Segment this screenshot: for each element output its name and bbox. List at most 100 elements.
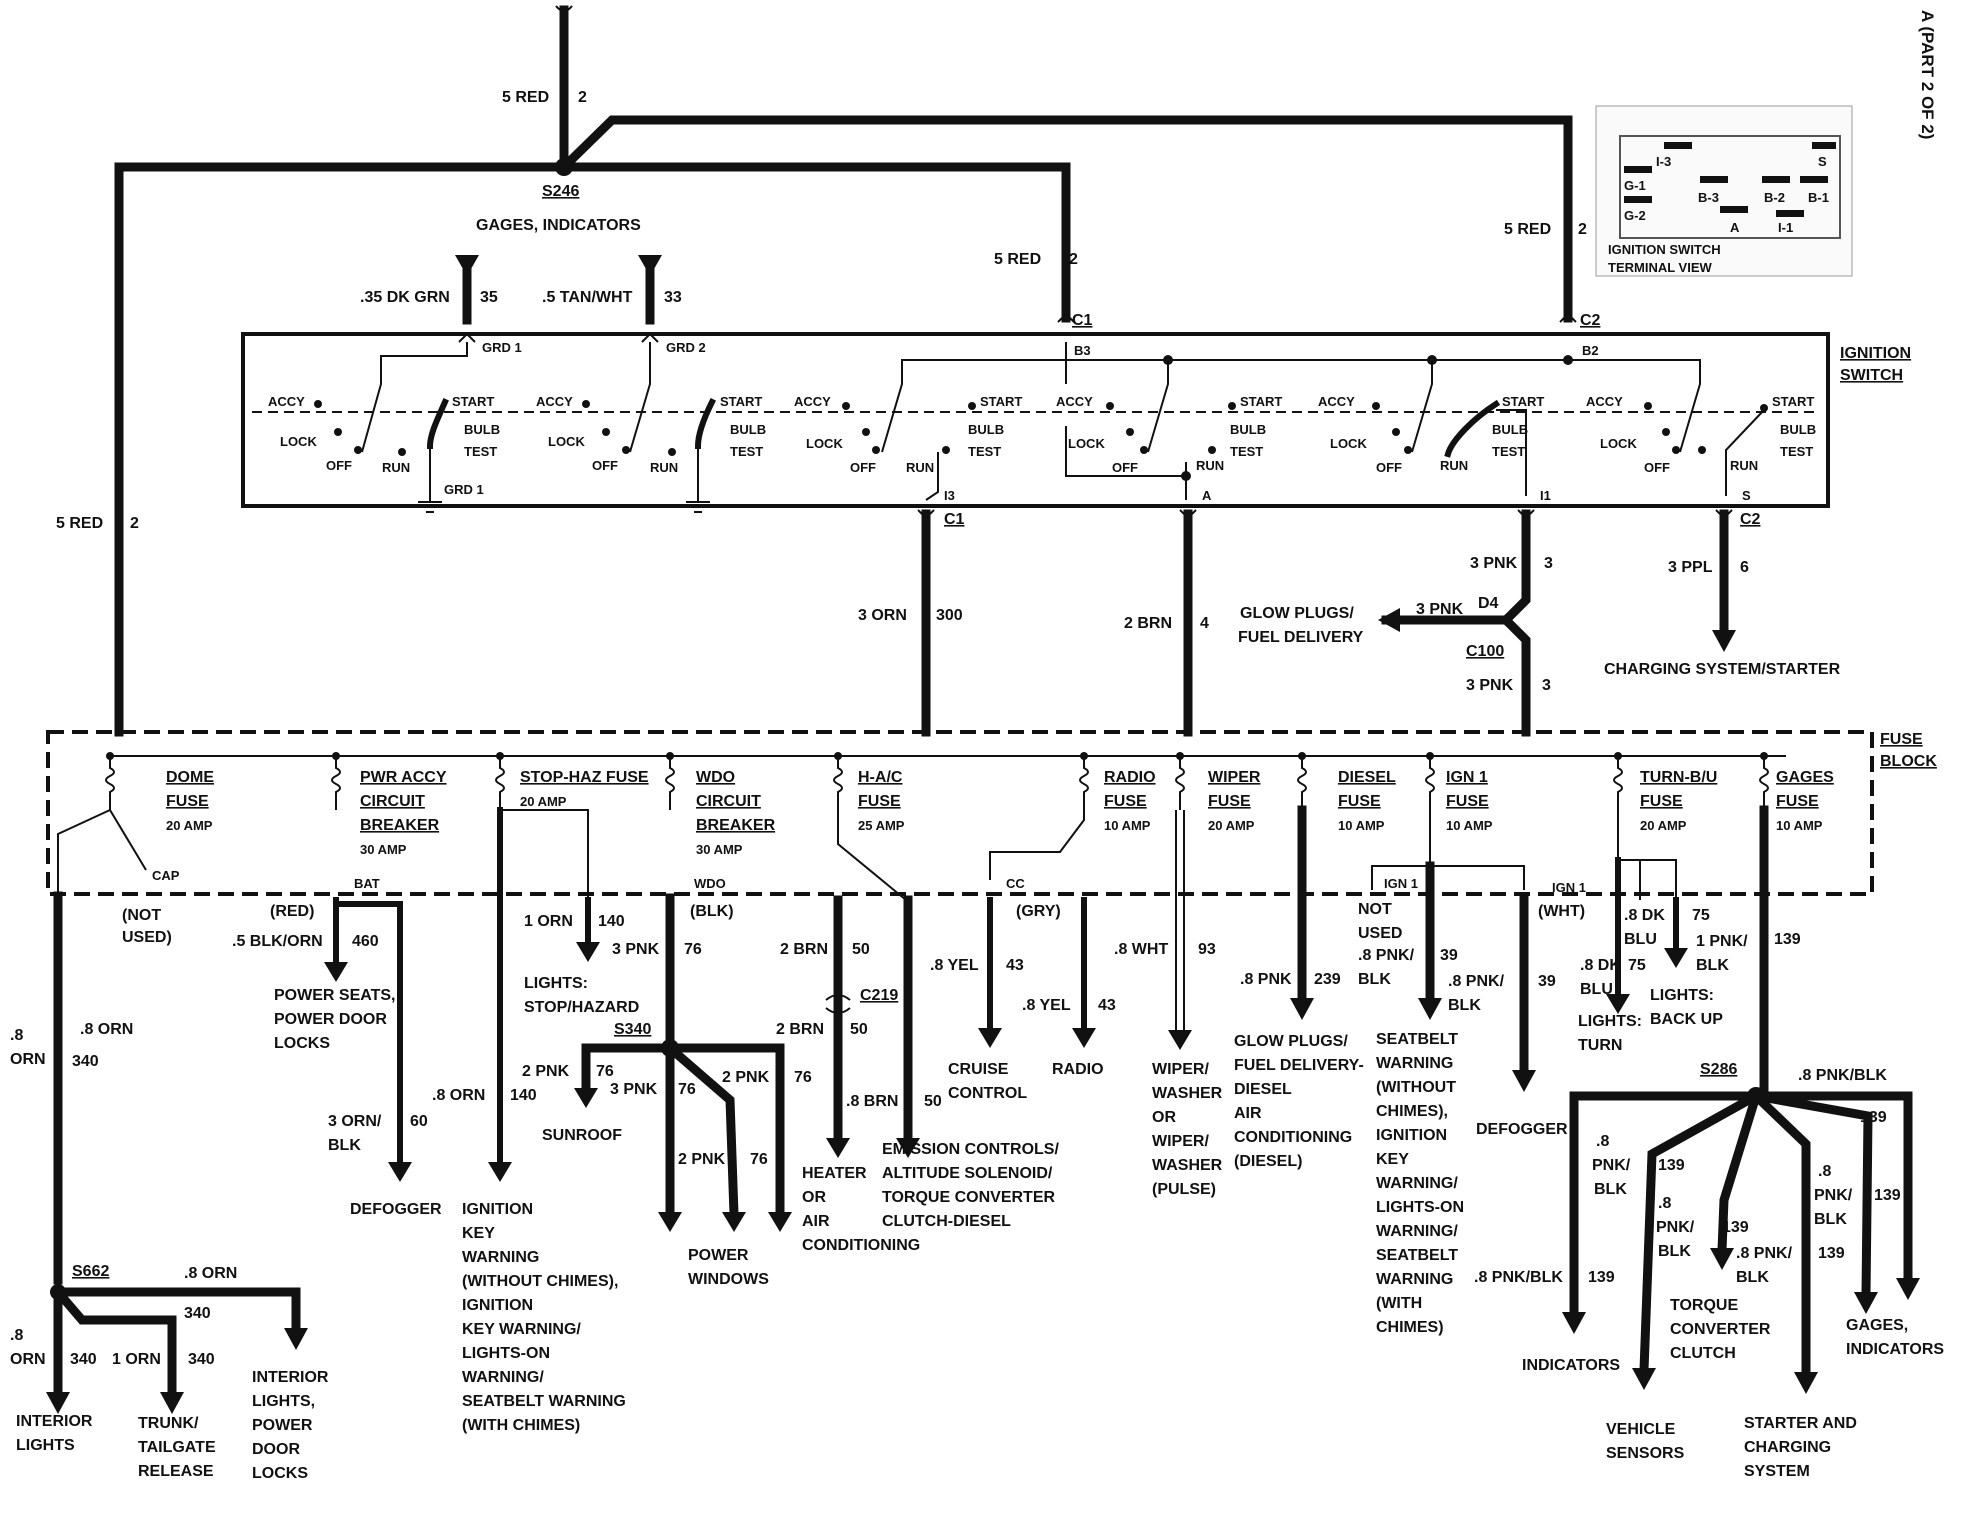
- blk-orn-c: 460: [352, 933, 379, 950]
- wiper-lbl-line: WASHER: [1152, 1085, 1223, 1102]
- fuse-label: CIRCUIT: [696, 793, 761, 810]
- s246-label: S246: [542, 183, 579, 200]
- accy-1: ACCY: [268, 394, 305, 409]
- yel8b-c: 43: [1098, 997, 1116, 1014]
- glow2-lbl-line: (DIESEL): [1234, 1153, 1302, 1170]
- power-windows-1: POWER: [688, 1247, 749, 1264]
- ign-key-a-line: LIGHTS-ON: [462, 1345, 550, 1362]
- start-4: START: [1240, 394, 1282, 409]
- fuse-label: DIESEL: [1338, 769, 1396, 786]
- fuse-amp: 25 AMP: [858, 818, 905, 833]
- yel8a-c: 43: [1006, 957, 1024, 974]
- fuse-bus-node: [332, 752, 340, 760]
- orn8-top: .8 ORN: [184, 1265, 237, 1282]
- off-4: OFF: [1112, 460, 1138, 475]
- lights-stop-2: STOP/HAZARD: [524, 999, 639, 1016]
- fuse-bus-node: [834, 752, 842, 760]
- int-power-3: POWER: [252, 1417, 313, 1434]
- sunroof: SUNROOF: [542, 1127, 622, 1144]
- accy-4: ACCY: [1056, 394, 1093, 409]
- tcc-wire-3: BLK: [1658, 1243, 1691, 1260]
- ign-key-a-line: WARNING/: [462, 1369, 544, 1386]
- run-1: RUN: [382, 460, 410, 475]
- yel8a: .8 YEL: [930, 957, 979, 974]
- lights-turn-1: LIGHTS:: [1578, 1013, 1642, 1030]
- fuse-bus-node: [1176, 752, 1184, 760]
- seatbelt-lbl-line: CHIMES),: [1376, 1103, 1448, 1120]
- seatbelt-lbl-line: CHIMES): [1376, 1319, 1444, 1336]
- ppl-wire: 3 PPL: [1668, 559, 1713, 576]
- seatbelt-lbl-line: (WITH: [1376, 1295, 1422, 1312]
- bulb-6: BULB: [1780, 422, 1816, 437]
- fuse-label: RADIO: [1104, 769, 1156, 786]
- c1-wire-label: 5 RED: [994, 251, 1041, 268]
- fuse-label: WDO: [696, 769, 735, 786]
- fuse-amp: 20 AMP: [1640, 818, 1687, 833]
- fuse-amp: 10 AMP: [1776, 818, 1823, 833]
- fuse-symbol: [1079, 756, 1089, 810]
- gry-term: (GRY): [1016, 903, 1061, 920]
- emission-2: ALTITUDE SOLENOID/: [882, 1165, 1053, 1182]
- ign-key-a-line: IGNITION: [462, 1201, 533, 1218]
- trunk-3: RELEASE: [138, 1463, 214, 1480]
- pnkblk39b-2: BLK: [1448, 997, 1481, 1014]
- wht8-c: 93: [1198, 941, 1216, 958]
- c1-top-label: C1: [1072, 312, 1093, 329]
- fuse-bus-node: [1760, 752, 1768, 760]
- brn2b: 2 BRN: [776, 1021, 824, 1038]
- defogger-b: DEFOGGER: [1476, 1121, 1568, 1138]
- pnkblk75-2: BLK: [1696, 957, 1729, 974]
- power-seats-3: LOCKS: [274, 1035, 330, 1052]
- tan-wht-label: .5 TAN/WHT: [542, 289, 633, 306]
- pnk3b-c: 76: [678, 1081, 696, 1098]
- fuse-symbol: [1759, 756, 1769, 810]
- fuse-amp: 10 AMP: [1446, 818, 1493, 833]
- pnk2b: 2 PNK: [722, 1069, 770, 1086]
- lights-stop-1: LIGHTS:: [524, 975, 588, 992]
- orn3-blk-1: 3 ORN/: [328, 1113, 382, 1130]
- c219: C219: [860, 987, 898, 1004]
- test-6: TEST: [1780, 444, 1813, 459]
- dkblu-a-2: BLU: [1580, 981, 1613, 998]
- s662-label: S662: [72, 1263, 109, 1280]
- pnk-wire: 3 PNK: [1470, 555, 1518, 572]
- seatbelt-lbl-line: IGNITION: [1376, 1127, 1447, 1144]
- lights-turn-2: TURN: [1578, 1037, 1622, 1054]
- glow2-lbl-line: FUEL DELIVERY-: [1234, 1057, 1364, 1074]
- fuse-symbol: [1175, 756, 1185, 810]
- pnkblk75-1: 1 PNK/: [1696, 933, 1748, 950]
- lock-4: LOCK: [1068, 436, 1105, 451]
- fuse-amp: 20 AMP: [520, 794, 567, 809]
- fuse-amp: 10 AMP: [1104, 818, 1151, 833]
- start-wire-2: BLK: [1736, 1269, 1769, 1286]
- tv-b2: B-2: [1764, 190, 1785, 205]
- vs-wire-2: PNK/: [1592, 1157, 1631, 1174]
- fuse-label: WIPER: [1208, 769, 1261, 786]
- off-6: OFF: [1644, 460, 1670, 475]
- term-wdo: WDO: [694, 876, 726, 891]
- gi-wire-3: BLK: [1814, 1211, 1847, 1228]
- grd1-top: GRD 1: [482, 340, 522, 355]
- test-5: TEST: [1492, 444, 1525, 459]
- orn3-c: 60: [410, 1113, 428, 1130]
- brn2-c: 50: [852, 941, 870, 958]
- dk-grn-circuit: 35: [480, 289, 498, 306]
- left-wire-label: 5 RED: [56, 515, 103, 532]
- gi-c: 139: [1874, 1187, 1901, 1204]
- tv-b1: B-1: [1808, 190, 1829, 205]
- b2-label: B2: [1582, 343, 1599, 358]
- wiper-lbl-line: (PULSE): [1152, 1181, 1216, 1198]
- pnk2-wire: 3 PNK: [1466, 677, 1514, 694]
- brn-wire: 2 BRN: [1124, 615, 1172, 632]
- orn1-s662: 1 ORN: [112, 1351, 161, 1368]
- fuse-label: FUSE: [166, 793, 209, 810]
- gages-c: 139: [1774, 931, 1801, 948]
- fuse-label: TURN-B/U: [1640, 769, 1717, 786]
- feed-wire-label: 5 RED: [502, 89, 549, 106]
- tcc-wire-2: PNK/: [1656, 1219, 1695, 1236]
- dkblu-a-1: .8 DK: [1580, 957, 1621, 974]
- not-used2-2: USED: [1358, 925, 1402, 942]
- glow2-lbl-line: AIR: [1234, 1105, 1262, 1122]
- power-windows-2: WINDOWS: [688, 1271, 769, 1288]
- wiper-lbl-line: WASHER: [1152, 1157, 1223, 1174]
